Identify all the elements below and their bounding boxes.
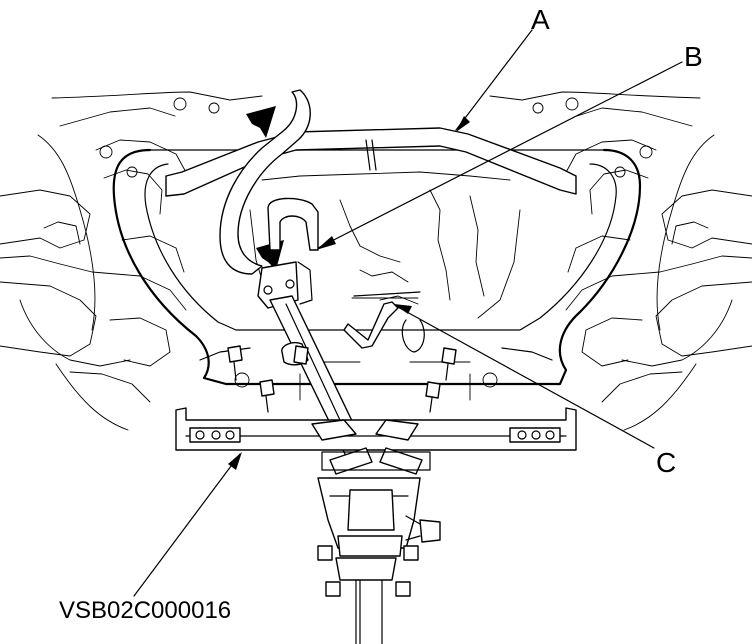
mounting-bolts: [227, 345, 457, 413]
leader-arrow-icon: [394, 304, 412, 314]
bolt-icon: [317, 545, 333, 561]
bolt-icon: [441, 347, 457, 365]
hook-c: [343, 291, 425, 353]
leader-arrow-icon: [456, 116, 470, 132]
leader-arrow-icon: [228, 452, 242, 470]
callout-label-b: B: [684, 41, 703, 72]
leader-arrow-icon: [316, 236, 336, 250]
left-chassis-outline: [0, 91, 263, 431]
rotation-arrow-icon: [246, 106, 276, 138]
callout-label-a: A: [531, 4, 550, 35]
bolt-icon: [403, 545, 419, 561]
figure-code: VSB02C000016: [59, 597, 231, 624]
bolt-icon: [293, 345, 309, 365]
support-strap: [219, 89, 311, 275]
bolt-icon: [227, 345, 243, 363]
callout-label-c: C: [656, 447, 676, 478]
support-tool-crossbar: [175, 407, 577, 475]
bolt-icon: [259, 379, 275, 397]
leader-lines: [133, 29, 683, 597]
bolt-icon: [425, 381, 441, 399]
bolt-icon: [395, 581, 411, 597]
jack-assembly: [317, 477, 441, 644]
lifting-bar-a: [165, 127, 577, 197]
bolt-icon: [325, 581, 341, 597]
right-chassis-outline: [489, 91, 752, 431]
